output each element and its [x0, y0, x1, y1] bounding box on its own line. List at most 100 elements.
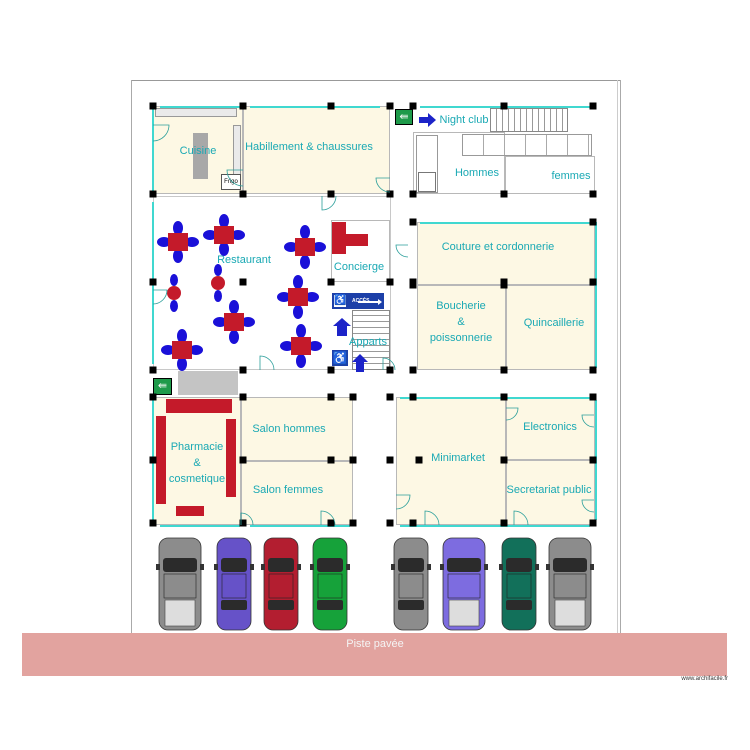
chair — [157, 237, 171, 247]
car-mirror — [440, 564, 444, 570]
room-label-tailor: Couture et cordonnerie — [441, 241, 555, 254]
pillar — [239, 393, 247, 401]
road-label: Piste pavée — [346, 638, 404, 650]
room-secretariat[interactable] — [506, 460, 595, 525]
window — [160, 525, 240, 527]
restaurant-table — [224, 313, 244, 331]
car-roof — [553, 573, 587, 599]
pharmacy-shelf — [156, 416, 166, 504]
chair — [229, 330, 239, 344]
wc-stall — [418, 172, 436, 192]
night-club-arrow-icon — [419, 113, 436, 127]
room-minimarket[interactable] — [396, 397, 506, 525]
chair — [177, 329, 187, 343]
door-swing — [152, 289, 168, 305]
car-mirror — [156, 564, 160, 570]
room-label-clothing: Habillement & chaussures — [245, 141, 373, 154]
restaurant-table — [291, 337, 311, 355]
door-swing — [152, 124, 170, 142]
door-swing — [240, 512, 254, 526]
concierge-counter — [346, 234, 368, 246]
wheelchair-sign: ♿ — [332, 350, 348, 366]
round-table — [211, 276, 225, 290]
chair — [219, 214, 229, 228]
car-mirror — [391, 564, 395, 570]
restaurant-table — [168, 233, 188, 251]
window — [152, 106, 154, 194]
room-hardware[interactable] — [506, 285, 595, 370]
window — [400, 397, 590, 399]
chair — [173, 249, 183, 263]
pillar — [149, 456, 157, 464]
chair — [293, 305, 303, 319]
room-salon-women[interactable] — [241, 461, 353, 525]
wheelchair-icon: ♿ — [334, 295, 347, 307]
chair — [296, 324, 306, 338]
restaurant-table — [295, 238, 315, 256]
pillar — [327, 366, 335, 374]
pillar — [386, 278, 394, 286]
pillar — [409, 366, 417, 374]
pillar — [349, 456, 357, 464]
wc-stall-row — [462, 134, 592, 156]
chair — [173, 221, 183, 235]
room-label-salon-men: Salon hommes — [252, 423, 326, 436]
pillar — [409, 393, 417, 401]
restaurant-table — [288, 288, 308, 306]
pillar — [500, 281, 508, 289]
pillar — [386, 102, 394, 110]
window — [160, 106, 240, 108]
chair — [300, 255, 310, 269]
pillar — [327, 278, 335, 286]
room-salon-men[interactable] — [241, 397, 353, 461]
pillar — [386, 456, 394, 464]
chair — [293, 275, 303, 289]
room-butcher[interactable] — [417, 285, 506, 370]
pillar — [349, 519, 357, 527]
car-roof — [163, 573, 197, 599]
door-swing — [320, 510, 336, 526]
door-swing — [382, 357, 396, 371]
pillar — [239, 366, 247, 374]
pillar — [149, 393, 157, 401]
car-rear-window — [398, 600, 424, 610]
car-rear-window — [221, 600, 247, 610]
pillar — [500, 366, 508, 374]
car-mirror — [297, 564, 301, 570]
pillar — [409, 519, 417, 527]
door-swing — [424, 510, 440, 526]
pillar — [327, 456, 335, 464]
car-bed — [164, 599, 196, 627]
chair — [308, 341, 322, 351]
car-roof — [398, 573, 424, 599]
car-bed — [448, 599, 480, 627]
door-swing — [259, 355, 275, 371]
pillar — [589, 519, 597, 527]
pillar — [386, 366, 394, 374]
room-label-restaurant: Restaurant — [217, 254, 271, 267]
car-mirror — [590, 564, 594, 570]
pillar — [149, 190, 157, 198]
door-swing — [513, 510, 529, 526]
door-swing — [581, 414, 595, 428]
room-women-wc[interactable] — [505, 156, 595, 194]
pillar — [409, 218, 417, 226]
car-rear-window — [268, 600, 294, 610]
pillar — [589, 366, 597, 374]
chair — [185, 237, 199, 247]
pillar — [500, 102, 508, 110]
chair — [161, 345, 175, 355]
car-windshield — [268, 558, 294, 572]
exit-sign-icon: ⇚ — [395, 109, 413, 125]
window — [420, 222, 590, 224]
chair — [296, 354, 306, 368]
chair — [241, 317, 255, 327]
pillar — [409, 190, 417, 198]
access-arrow-icon — [358, 299, 382, 305]
chair — [280, 341, 294, 351]
car-windshield — [317, 558, 343, 572]
left-boundary-line — [131, 80, 132, 633]
pillar — [239, 190, 247, 198]
room-clothing[interactable] — [243, 106, 390, 194]
room-label-night-club: Night club — [439, 114, 489, 127]
